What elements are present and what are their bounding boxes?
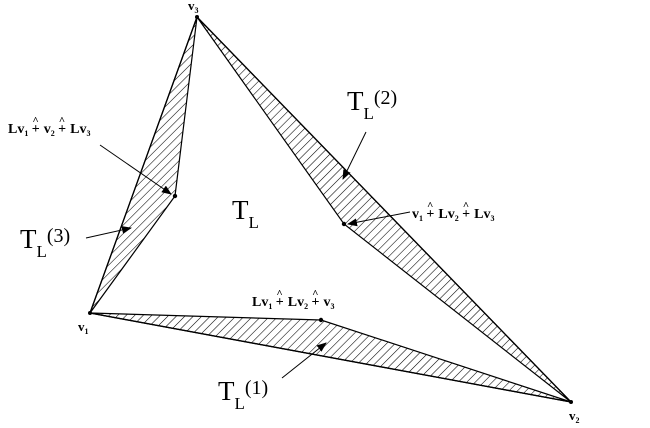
region-label-center: TL	[232, 195, 259, 232]
arrow-t1	[281, 342, 327, 379]
vertex-label-v2: v2	[569, 408, 580, 425]
arrow-t2	[342, 131, 367, 180]
point-p1-dot	[318, 317, 324, 323]
outer-triangle-edges	[89, 15, 573, 404]
arrow-t3	[85, 226, 132, 239]
vertex-v2-dot	[569, 400, 573, 404]
point-label-p3: Lv1^+v2^+Lv3	[8, 115, 90, 138]
region-label-t1: TL(1)	[218, 376, 268, 413]
vertex-label-v1: v1	[78, 319, 89, 336]
region-label-t3: TL(3)	[20, 224, 70, 261]
arrow-p3	[99, 144, 172, 195]
point-p2-dot	[341, 221, 347, 227]
point-label-p2: v1^+Lv2^+Lv3	[412, 200, 494, 223]
region-label-t2: TL(2)	[347, 86, 397, 123]
point-label-p1: Lv1^+Lv2^+v3	[252, 288, 334, 311]
vertex-v3-dot	[195, 15, 199, 19]
point-p3-dot	[172, 193, 178, 199]
vertex-v1-dot	[88, 311, 92, 315]
vertex-label-v3: v3	[188, 0, 199, 15]
arrow-p2	[347, 211, 411, 227]
